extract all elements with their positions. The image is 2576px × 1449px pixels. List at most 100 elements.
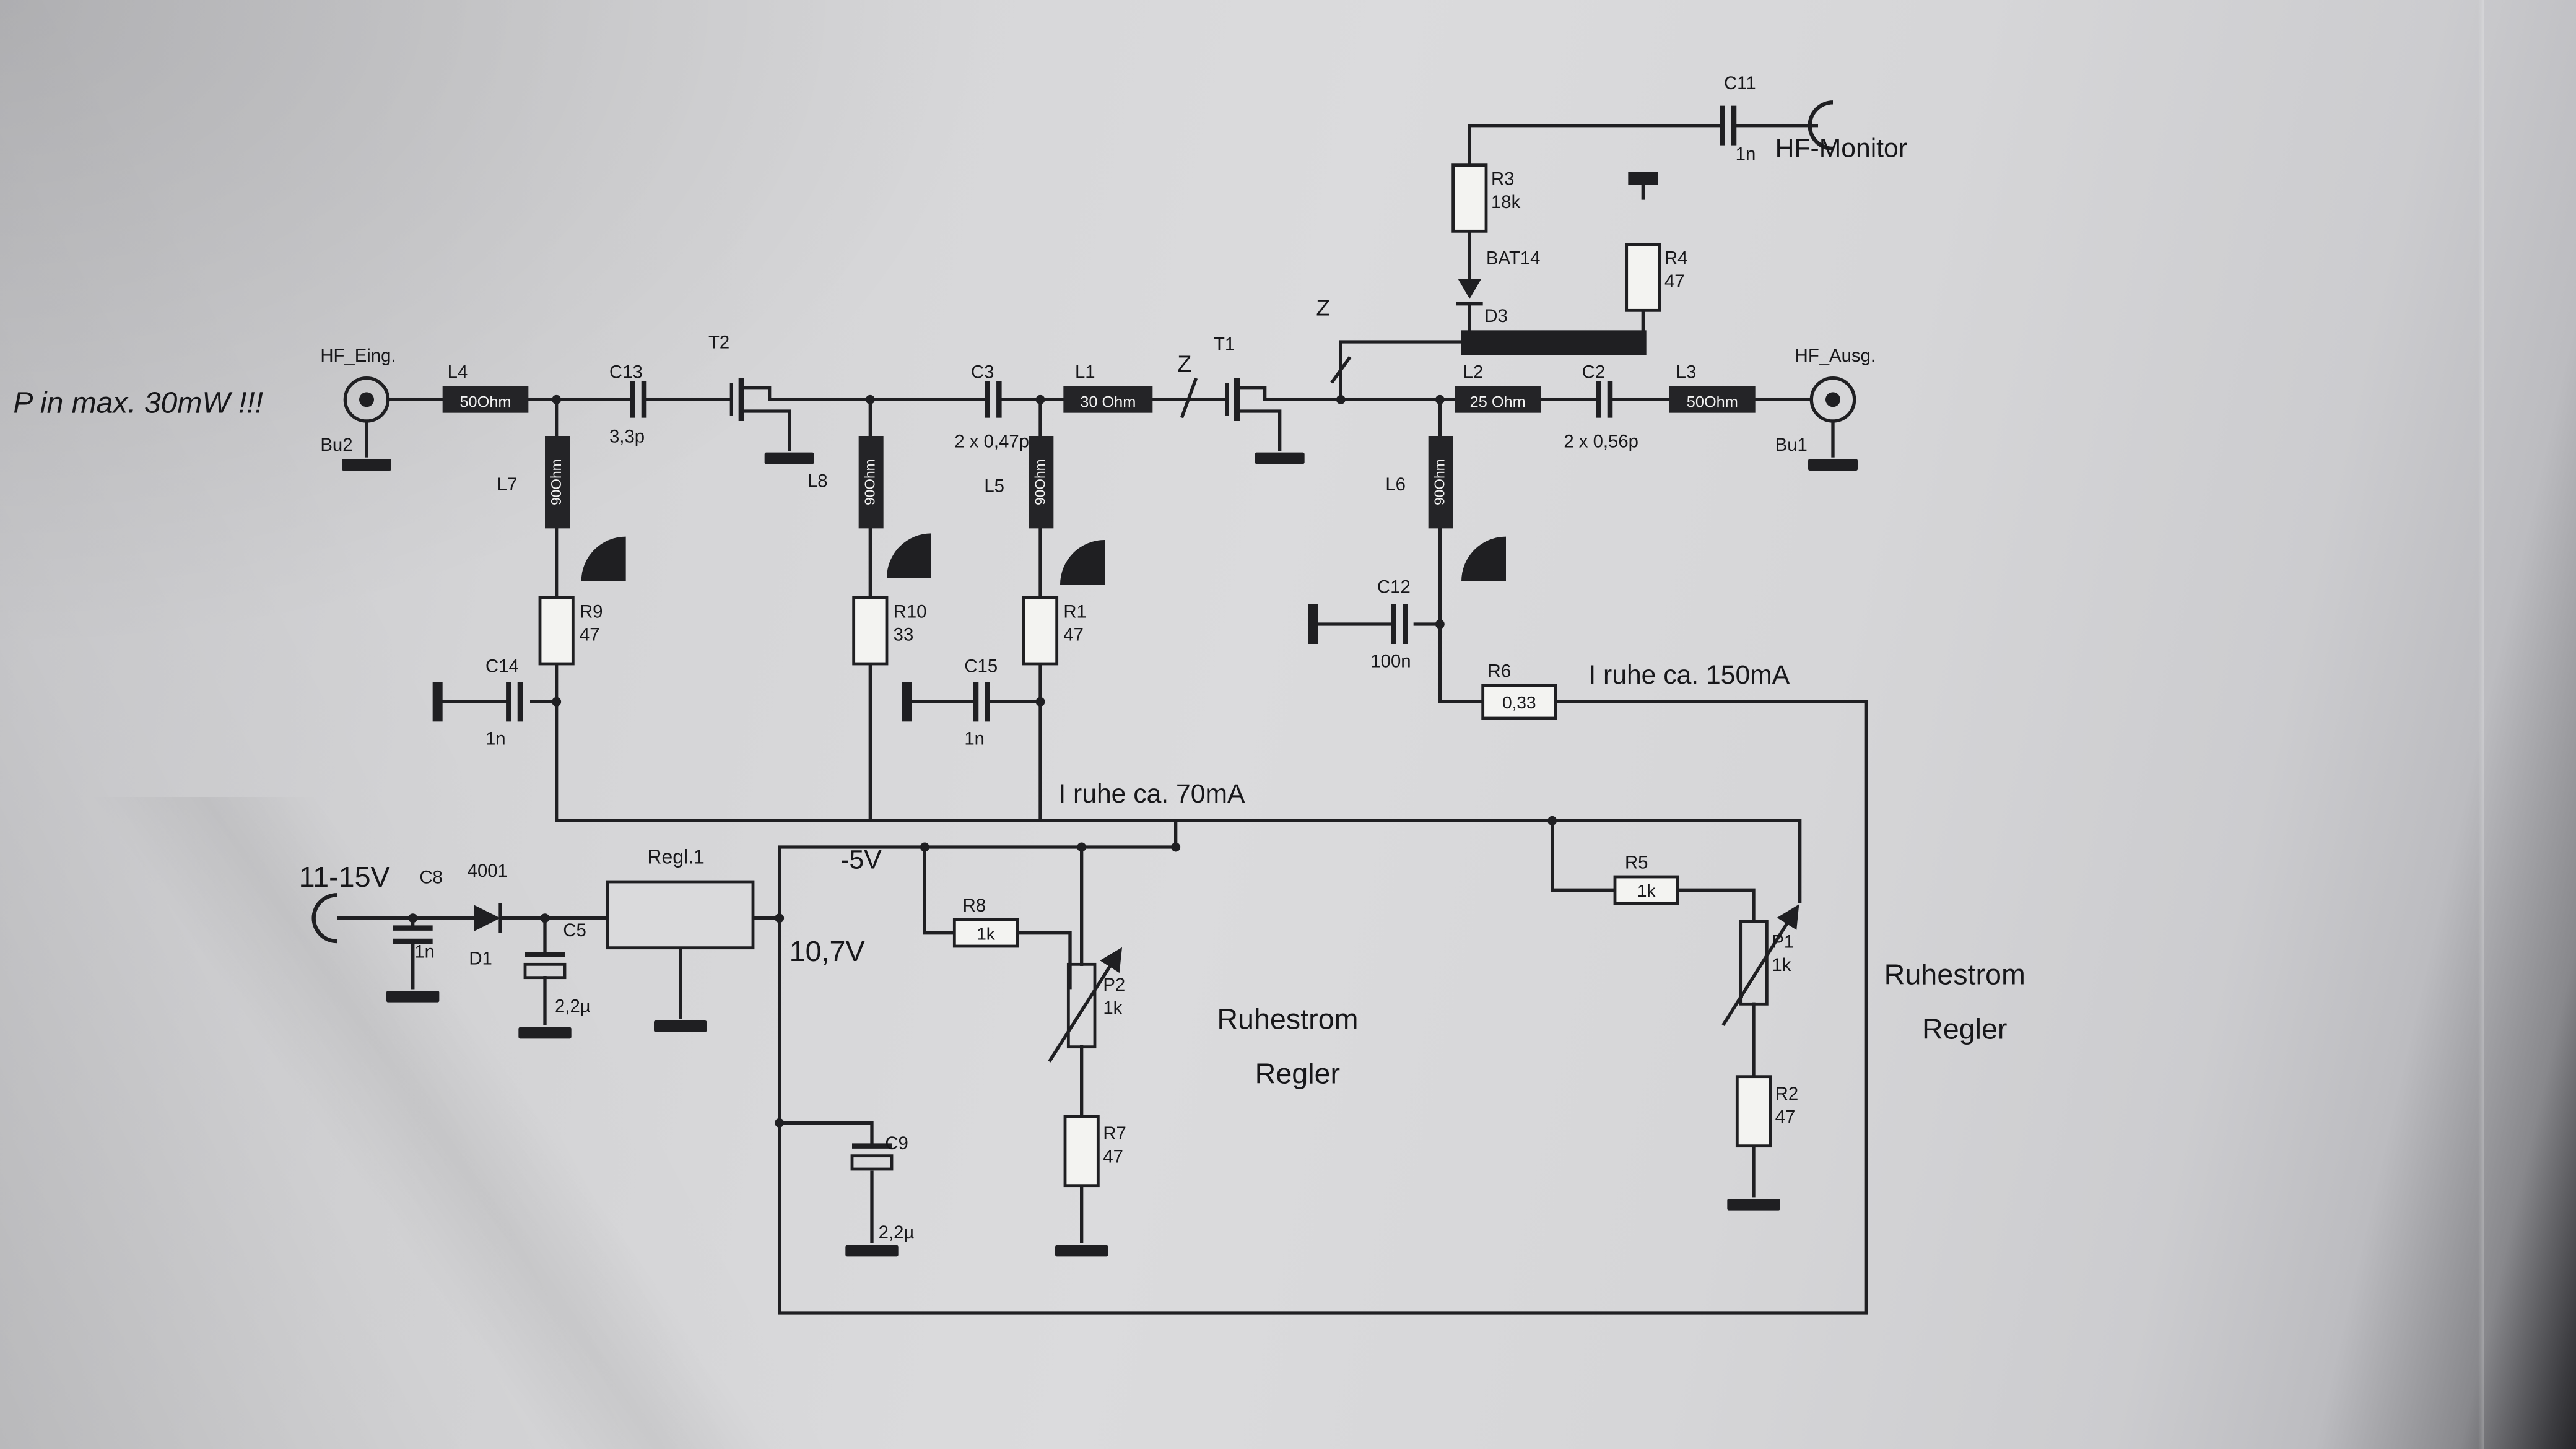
resistor-ref: R3 xyxy=(1491,169,1515,189)
cap-plates xyxy=(393,925,433,944)
bead-label: Z xyxy=(1177,350,1191,376)
junction xyxy=(1435,619,1445,629)
cap-value: 1n xyxy=(1736,144,1756,165)
stub-pad xyxy=(1628,172,1658,185)
stripline-l1: 30 Ohm L1 xyxy=(1063,362,1153,413)
resistor-value: 47 xyxy=(1063,625,1084,645)
stripline-value: 50Ohm xyxy=(459,393,511,411)
cap-value: 1n xyxy=(485,729,506,749)
ground-icon xyxy=(845,1245,899,1257)
ground-icon xyxy=(1727,1199,1780,1211)
ground-icon xyxy=(764,452,814,464)
diode-triangle xyxy=(1458,279,1481,299)
wire xyxy=(1551,819,1756,1198)
resistor-value: 0,33 xyxy=(1502,693,1536,712)
resistor-ref: R8 xyxy=(963,895,986,916)
cap-value: 1n xyxy=(414,942,435,962)
resistor-body xyxy=(1022,596,1059,666)
connector-label: HF_Ausg. xyxy=(1795,346,1876,366)
choke-body xyxy=(545,436,570,529)
connector-label: HF_Eing. xyxy=(320,346,396,366)
cap-value: 100n xyxy=(1370,651,1411,671)
junction xyxy=(920,842,929,852)
diode-triangle xyxy=(474,905,500,931)
resistor-body xyxy=(1481,684,1557,720)
ground-icon xyxy=(386,991,440,1003)
resistor-value: 47 xyxy=(1664,271,1685,292)
stripline-value: 25 Ohm xyxy=(1470,393,1526,411)
stripline-body xyxy=(1455,386,1541,413)
regulator-regl1: Regl.1 xyxy=(606,846,755,1032)
cap-value: 2,2µ xyxy=(555,996,591,1017)
pot-value: 1k xyxy=(1772,955,1791,975)
resistor-body xyxy=(1735,1075,1772,1148)
drain-lead xyxy=(1235,386,1267,401)
capacitor-c3: C3 2 x 0,47p xyxy=(954,362,1029,452)
diode-ref: D1 xyxy=(469,948,492,968)
transistor-t1: T1 xyxy=(1214,334,1305,464)
cap-value: 3,3p xyxy=(609,427,645,447)
ground-icon xyxy=(1255,452,1305,464)
capacitor-c13: C13 3,3p xyxy=(609,362,647,447)
stripline-value: 50Ohm xyxy=(1687,393,1738,411)
cap-plate-bottom xyxy=(850,1154,894,1171)
cap-ref: C15 xyxy=(964,656,998,676)
diode-type: 4001 xyxy=(468,861,508,881)
resistor-ref: R1 xyxy=(1063,601,1087,622)
cap-plates xyxy=(973,682,990,722)
capacitor-c12: C12 100n xyxy=(1308,577,1411,671)
choke-l7: 90Ohm L7 xyxy=(497,436,570,529)
feedthrough-bar xyxy=(902,682,912,722)
choke-body xyxy=(1029,436,1054,529)
connector-ref: Bu1 xyxy=(1775,435,1808,455)
pot-value: 1k xyxy=(1103,998,1122,1018)
capacitor-c8: C8 1n xyxy=(386,868,443,1003)
cap-ref: C14 xyxy=(485,656,519,676)
resistor-value: 47 xyxy=(1775,1107,1796,1127)
potentiometer-p1: P1 1k xyxy=(1721,904,1799,1027)
stripline-bar xyxy=(1461,330,1647,355)
junction xyxy=(1077,842,1087,852)
pot-body xyxy=(1066,962,1097,1049)
resistor-r2: R2 47 xyxy=(1727,1075,1799,1211)
pot-ref: P1 xyxy=(1772,932,1794,952)
junction xyxy=(1035,394,1045,404)
capacitor-c15: C15 1n xyxy=(902,656,998,749)
stripline-body xyxy=(1669,386,1756,413)
capacitor-c9: C9 2,2µ xyxy=(845,1133,914,1257)
choke-value: 90Ohm xyxy=(548,459,564,505)
junction xyxy=(775,1118,785,1128)
resistor-r3: R3 18k xyxy=(1451,163,1521,233)
dc-jack-icon xyxy=(311,893,337,944)
resistor-body xyxy=(1613,875,1679,905)
regulator-body xyxy=(606,880,755,950)
resistor-value: 1k xyxy=(1637,881,1656,900)
ferrite-cone-icon xyxy=(1461,536,1506,581)
junction xyxy=(775,913,785,923)
resistor-ref: R2 xyxy=(1775,1084,1799,1104)
cap-ref: C8 xyxy=(419,868,442,888)
capacitor-c5: C5 2,2µ xyxy=(518,920,591,1039)
choke-body xyxy=(1428,436,1453,529)
choke-ref: L8 xyxy=(807,471,828,492)
choke-ref: L7 xyxy=(497,474,518,495)
resistor-body xyxy=(1063,1115,1100,1188)
junction xyxy=(408,913,418,923)
connector-pin xyxy=(359,392,374,407)
junction xyxy=(552,394,562,404)
pot-ref: P2 xyxy=(1103,975,1125,995)
junction xyxy=(1435,394,1445,404)
wire xyxy=(923,845,1084,1243)
resistor-ref: R7 xyxy=(1103,1123,1126,1144)
cap-ref: C12 xyxy=(1377,577,1411,597)
cap-ref: C13 xyxy=(609,362,643,383)
ruhestrom-center-line2: Regler xyxy=(1255,1057,1340,1089)
stripline-l3: 50Ohm L3 xyxy=(1669,362,1756,413)
feedthrough-bar xyxy=(432,682,443,722)
stripline-ref: L4 xyxy=(448,362,468,383)
choke-l6: 90Ohm L6 xyxy=(1385,436,1453,529)
resistor-r10: R10 33 xyxy=(852,596,926,666)
choke-value: 90Ohm xyxy=(1432,459,1448,505)
